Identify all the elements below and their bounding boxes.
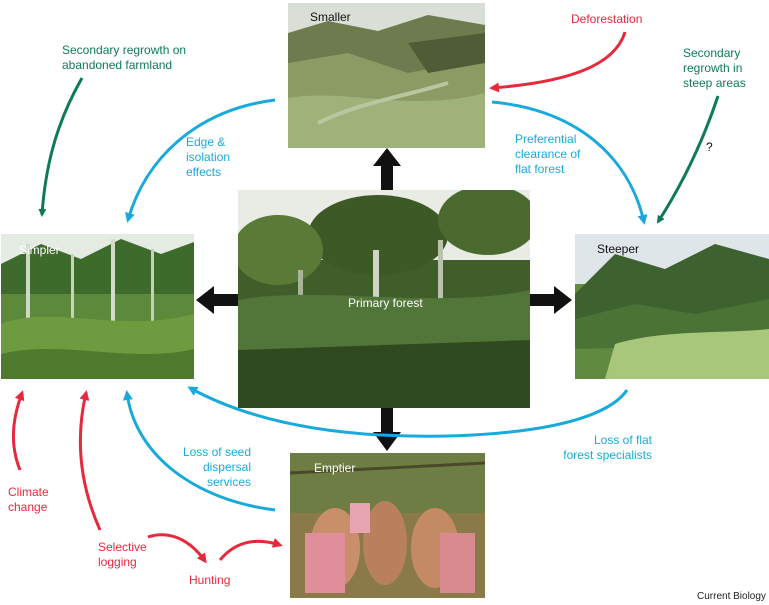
label-selective: Selective logging <box>98 540 147 570</box>
label-deforestation-text: Deforestation <box>571 12 643 26</box>
label-loss-seed-line1: Loss of seed <box>182 445 251 459</box>
red-arrow-selective <box>78 390 102 531</box>
panel-label-steeper: Steeper <box>597 242 640 256</box>
black-arrow-left <box>196 286 238 314</box>
label-question: ? <box>706 140 713 155</box>
label-climate-line2: change <box>8 500 48 514</box>
black-arrow-up <box>373 148 401 190</box>
label-selective-line1: Selective <box>98 540 147 554</box>
red-arrow-hunting-emptier <box>218 538 283 561</box>
label-loss-flat-line1: Loss of flat <box>593 433 652 447</box>
cyan-arrow-preferential <box>491 100 648 225</box>
label-edge-line2: isolation <box>186 150 231 164</box>
label-climate: Climate change <box>8 485 49 515</box>
label-climate-line1: Climate <box>8 485 49 499</box>
label-edge-line3: effects <box>186 165 222 179</box>
label-hunting-text: Hunting <box>189 573 231 587</box>
label-preferential-line1: Preferential <box>515 132 577 146</box>
panel-label-simpler: Simpler <box>19 243 60 257</box>
label-loss-seed-line3: services <box>206 475 251 489</box>
panel-label-primary: Primary forest <box>348 296 423 310</box>
label-deforestation: Deforestation <box>571 12 642 27</box>
black-arrow-right <box>530 286 572 314</box>
label-preferential-line3: flat forest <box>515 162 565 176</box>
photo-primary-forest: Primary forest <box>238 190 530 408</box>
label-loss-flat-line2: forest specialists <box>563 448 652 462</box>
label-regrowth-steep-line1: Secondary <box>683 46 741 60</box>
label-preferential: Preferential clearance of flat forest <box>515 132 580 177</box>
black-arrow-down <box>373 408 401 451</box>
photo-emptier: Emptier <box>290 453 485 598</box>
label-loss-seed: Loss of seed dispersal services <box>172 445 251 490</box>
label-selective-line2: logging <box>98 555 137 569</box>
green-arrow-farmland <box>38 77 84 217</box>
red-arrow-climate <box>11 390 25 471</box>
green-arrow-steep <box>656 95 720 224</box>
cyan-arrow-edge <box>125 98 276 223</box>
cyan-arrow-flat-specialists <box>187 386 629 438</box>
label-regrowth-steep-line2: regrowth in <box>683 61 743 75</box>
label-regrowth-farmland-line2: abandoned farmland <box>62 58 173 72</box>
photo-smaller: Smaller <box>288 3 485 148</box>
red-arrow-logging-hunting <box>147 533 207 564</box>
red-arrow-deforestation <box>489 31 627 93</box>
label-regrowth-farmland: Secondary regrowth on abandoned farmland <box>62 43 186 73</box>
panel-label-emptier: Emptier <box>314 461 356 475</box>
credit-text: Current Biology <box>697 591 766 602</box>
label-hunting: Hunting <box>189 573 230 588</box>
label-edge-line1: Edge & <box>186 135 226 149</box>
label-edge: Edge & isolation effects <box>186 135 230 180</box>
label-regrowth-steep-line3: steep areas <box>683 76 746 90</box>
photo-steeper: Steeper <box>575 234 769 379</box>
photo-simpler: Simpler <box>1 234 194 379</box>
panel-label-smaller: Smaller <box>310 10 351 24</box>
label-question-text: ? <box>706 140 713 154</box>
cyan-arrow-seed <box>122 390 276 512</box>
label-loss-flat: Loss of flat forest specialists <box>560 433 652 463</box>
label-regrowth-steep: Secondary regrowth in steep areas <box>683 46 746 91</box>
label-preferential-line2: clearance of <box>515 147 581 161</box>
label-regrowth-farmland-line1: Secondary regrowth on <box>62 43 187 57</box>
label-loss-seed-line2: dispersal <box>202 460 251 474</box>
